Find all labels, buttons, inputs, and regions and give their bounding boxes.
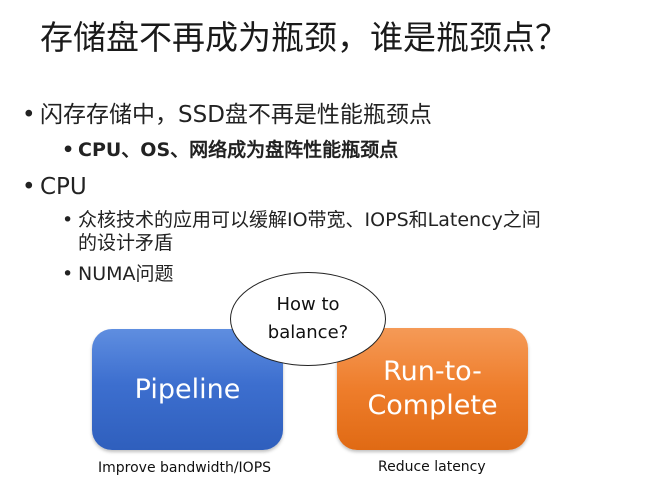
bullet-dot: • (62, 209, 74, 231)
sub-bullet-numa: • NUMA问题 (62, 263, 174, 286)
bullet-text: 闪存存储中，SSD盘不再是性能瓶颈点 (40, 102, 432, 128)
run-to-complete-label-line2: Complete (367, 390, 498, 421)
bullet-dot: • (22, 174, 36, 200)
pipeline-label: Pipeline (134, 373, 241, 405)
bullet-cpu: • CPU (22, 172, 87, 202)
oval-text-line1: How to (276, 294, 340, 315)
oval-text-line2: balance? (267, 322, 349, 343)
bullet-dot: • (62, 263, 74, 285)
sub-bullet-text-line1: 众核技术的应用可以缓解IO带宽、IOPS和Latency之间 (78, 209, 541, 231)
sub-bullet-text-line2: 的设计矛盾 (78, 232, 174, 254)
run-to-complete-label-line1: Run-to- (383, 356, 482, 387)
sub-bullet-bottleneck: • CPU、OS、网络成为盘阵性能瓶颈点 (62, 139, 399, 162)
bullet-text: CPU (40, 174, 87, 200)
bullet-dot: • (62, 139, 75, 161)
sub-bullet-text: NUMA问题 (78, 263, 174, 285)
sub-bullet-text: CPU、OS、网络成为盘阵性能瓶颈点 (78, 139, 399, 161)
bullet-flash-storage: • 闪存存储中，SSD盘不再是性能瓶颈点 (22, 100, 432, 130)
pipeline-caption: Improve bandwidth/IOPS (98, 460, 272, 476)
run-to-complete-caption: Reduce latency (378, 459, 486, 475)
sub-bullet-manycore: • 众核技术的应用可以缓解IO带宽、IOPS和Latency之间 的设计矛盾 (62, 209, 541, 255)
balance-oval: How to balance? (230, 272, 386, 366)
bullet-dot: • (22, 102, 36, 128)
slide-title: 存储盘不再成为瓶颈，谁是瓶颈点？ (40, 18, 568, 57)
